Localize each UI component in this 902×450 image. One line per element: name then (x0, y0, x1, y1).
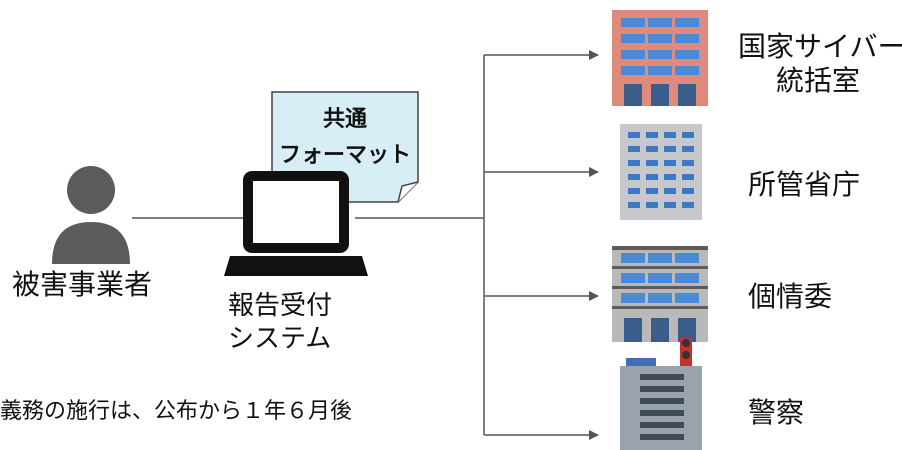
recipient-label-police: 警察 (748, 396, 805, 429)
building-icon-police (620, 338, 702, 450)
document-label-line2: フォーマット (278, 143, 411, 168)
system-label-line1: 報告受付 (228, 291, 333, 321)
recipient-label-ministry: 所管省庁 (748, 168, 861, 201)
building-icon-ppc (612, 246, 708, 342)
building-icon-ministry (620, 124, 702, 220)
laptop-icon (224, 171, 368, 276)
enforcement-note: 義務の施行は、公布から１年６月後 (0, 399, 353, 424)
person-icon (52, 166, 130, 264)
recipient-label-line2: 統括室 (775, 63, 860, 97)
recipient-label-cabinet-office: 国家サイバー 統括室 (738, 30, 902, 97)
system-label-line2: システム (228, 323, 332, 354)
building-icon-cabinet-office (612, 10, 708, 106)
document-label-line1: 共通 (322, 107, 367, 132)
victim-label: 被害事業者 (12, 268, 153, 301)
recipient-label-ppc: 個情委 (748, 280, 833, 313)
document-label: 共通 フォーマット (272, 102, 418, 174)
recipient-label-line1: 国家サイバー (738, 30, 902, 63)
system-label: 報告受付 システム (228, 290, 332, 355)
